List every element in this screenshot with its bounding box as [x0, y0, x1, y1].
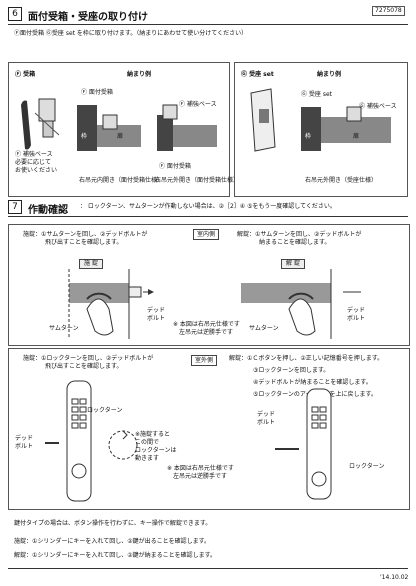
caption-g: 右吊元外開き（受座仕様）	[305, 177, 378, 184]
lock-door-drawing	[68, 269, 154, 339]
panel-g: Ⓖ 受座 set 納まり例 Ⓖ 受座 set Ⓖ 補強ベース 枠 扉 右吊元外開…	[234, 62, 408, 197]
g-example-drawing	[301, 106, 391, 151]
section-6-number: 6	[8, 7, 22, 21]
section-7-number: 7	[8, 200, 22, 214]
key-unlock: 解錠：①シリンダーにキーを入れて回し、②鍵が納まることを確認します。	[14, 552, 216, 559]
unlock-chip: 解 錠	[281, 259, 305, 269]
rotation-drawing	[108, 430, 138, 460]
g-base-label: Ⓖ 補強ベース	[359, 103, 397, 110]
outside-tag: 室外側	[191, 355, 218, 366]
panel-outside: 室外側 施錠：①ロックターンを回し、②デッドボルトが 飛び出すことを確認します。…	[8, 348, 410, 510]
deadbolt-label: デッド ボルト	[147, 307, 166, 322]
panel-f: Ⓕ 受箱 納まり例 Ⓕ 補強ベース 必要に応じて お使いください Ⓕ 面付受箱 …	[8, 62, 239, 197]
unlock-text-2: 納まることを確認します。	[259, 239, 331, 246]
section-7-title: 作動確認	[28, 205, 68, 216]
key-title: 鍵付タイプの場合は、ボタン操作を行わずに、キー操作で解錠できます。	[14, 520, 212, 527]
f-example-label: 納まり例	[127, 71, 152, 78]
section-6-title: 面付受箱・受座の取り付け	[28, 12, 148, 23]
bottom-rule	[8, 568, 408, 569]
out-lock-2: 飛び出すことを確認します。	[45, 363, 123, 370]
f-plate-note: Ⓕ 補強ベース	[15, 151, 53, 158]
out-lock-keypad-drawing	[45, 380, 92, 502]
unlock-text-1: 解錠：①サムターンを回し、②デッドボルトが	[237, 231, 362, 238]
locknote: ※施錠すると この間で ロックターンは 動きます	[135, 431, 177, 462]
thumbturn-label-2: サムターン	[249, 325, 279, 332]
deadbolt-label-2: デッド ボルト	[347, 307, 366, 322]
section-7-rule	[8, 216, 408, 217]
out-lock-1: 施錠：①ロックターンを回し、②デッドボルトが	[23, 355, 154, 362]
f-box-label: Ⓕ 面付受箱	[81, 89, 113, 96]
panel-inside: 施錠：①サムターンを回し、②デッドボルトが 飛び出すことを確認します。 解錠：①…	[8, 224, 410, 346]
inside-tag: 室内側	[193, 229, 220, 240]
out-unlock-keypad-drawing	[275, 388, 332, 500]
document-code: 7275078	[372, 6, 405, 16]
frame-label-1: 枠	[81, 133, 88, 140]
g-frame-label: 枠	[305, 133, 312, 140]
g-part-label: Ⓖ 受座 set	[301, 91, 332, 98]
f-label: Ⓕ 受箱	[15, 71, 36, 78]
f-example2-drawing	[157, 104, 217, 151]
g-plate-drawing	[250, 88, 276, 152]
lock-text-1: 施錠：①サムターンを回し、②デッドボルトが	[23, 231, 148, 238]
f-base-label: Ⓕ 補強ベース	[179, 101, 217, 108]
out-note-mirror: ※ 本図は右吊元仕様です 左吊元は逆勝手です	[167, 465, 234, 480]
g-example-label: 納まり例	[317, 71, 342, 78]
f-example1-drawing	[77, 105, 141, 151]
key-lock: 施錠：①シリンダーにキーを入れて回し、②鍵が出ることを確認します。	[14, 538, 210, 545]
caption-right2: 右吊元外開き（面付受箱仕様）	[155, 177, 240, 184]
g-label: Ⓖ 受座 set	[241, 71, 274, 78]
out-deadbolt: デッド ボルト	[15, 435, 34, 450]
f-plate-warn: 必要に応じて お使いください	[15, 159, 58, 174]
g-door-label: 扉	[353, 133, 360, 140]
note-mirror: ※ 本図は右吊元仕様です 左吊元は逆勝手です	[173, 321, 240, 336]
f-box-drawing	[21, 98, 60, 150]
section-6-subtitle: Ⓕ面付受箱 Ⓖ受座 set を枠に取り付けます。（納まりにあわせて使い分けてくだ…	[14, 30, 248, 37]
door-label-1: 扉	[117, 133, 124, 140]
caption-right1: 右吊元内開き（面付受箱仕様）	[79, 177, 164, 184]
out-lockturn: ロックターン	[87, 407, 123, 414]
out-unlock-3: ④デッドボルトが納まることを確認します。	[253, 379, 372, 386]
thumbturn-label: サムターン	[49, 325, 79, 332]
unlock-door-drawing	[241, 269, 361, 339]
f-box-label2: Ⓕ 面付受箱	[159, 163, 191, 170]
lock-text-2: 飛び出すことを確認します。	[45, 239, 123, 246]
out-unlock-1: 解錠：①Ｃボタンを押し、②正しい記憶番号を押します。	[229, 355, 384, 362]
section-7-subtitle: ： ロックターン、サムターンが作動しない場合は、②［2］④ ⑤をもう一度確認して…	[80, 203, 336, 210]
lock-chip: 施 錠	[79, 259, 103, 269]
out-lockturn-2: ロックターン	[349, 463, 385, 470]
section-6-rule	[8, 24, 408, 25]
out-deadbolt-2: デッド ボルト	[257, 411, 276, 426]
document-date: '14.10.02	[380, 574, 409, 581]
out-unlock-2: ③ロックターンを回します。	[253, 367, 330, 374]
